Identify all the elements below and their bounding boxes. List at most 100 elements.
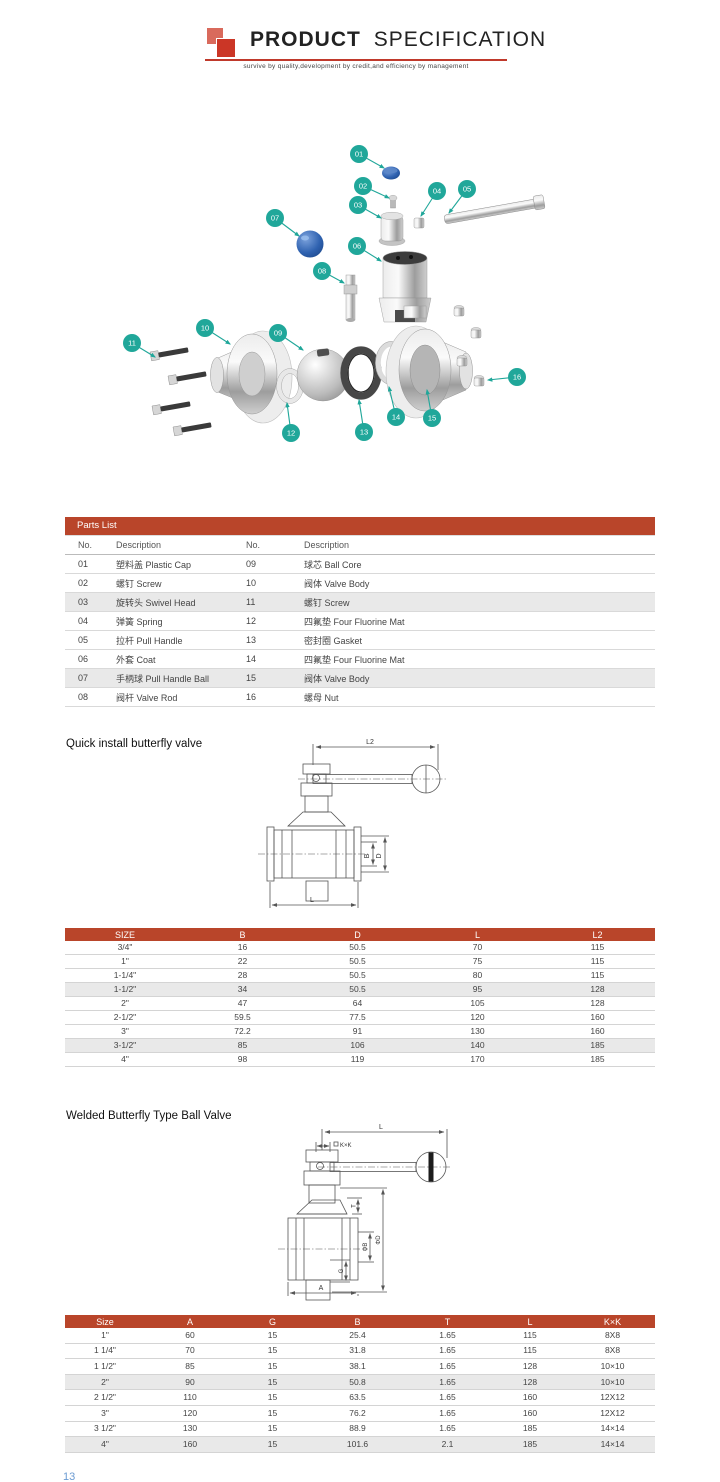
callout-number: 02: [359, 182, 367, 191]
part-pull-handle: [444, 194, 546, 224]
callout-number: 10: [201, 324, 209, 333]
logo-square-front-icon: [216, 38, 236, 58]
dim-label-g: G: [339, 1268, 345, 1273]
callout-badge-02: [354, 177, 372, 195]
part-swivel-head: [378, 211, 406, 246]
column-header: D: [300, 928, 415, 941]
title-specification: SPECIFICATION: [373, 28, 547, 51]
callout-badge-03: [349, 196, 367, 214]
header-tagline: survive by quality,development by credit…: [243, 63, 469, 70]
part-gasket: [340, 346, 382, 400]
callout-badge-09: [269, 324, 287, 342]
callout-badge-12: [282, 424, 300, 442]
dim-label-d: D: [376, 853, 383, 858]
title-product: PRODUCT: [250, 28, 361, 51]
callout-badge-11: [123, 334, 141, 352]
part-plastic-cap: [382, 166, 400, 180]
section-title-welded: Welded Butterfly Type Ball Valve: [66, 1110, 232, 1122]
column-header: Description: [303, 535, 655, 555]
dim-label-dw: ΦD: [376, 1235, 382, 1245]
callout-badge-06: [348, 237, 366, 255]
callout-number: 04: [433, 187, 441, 196]
callout-number: 01: [355, 150, 363, 159]
column-header: Description: [115, 535, 245, 555]
part-nuts: [453, 305, 485, 387]
part-valve-rod: [343, 274, 358, 322]
callout-badge-04: [428, 182, 446, 200]
dim-label-l2w: L: [379, 1124, 383, 1131]
callout-number: 13: [360, 428, 368, 437]
part-screw-top: [388, 194, 398, 209]
part-spring: [413, 217, 425, 229]
callout-badge-14: [387, 408, 405, 426]
callout-number: 05: [463, 185, 471, 194]
column-header: Size: [65, 1315, 145, 1328]
callout-badge-08: [313, 262, 331, 280]
callout-badge-15: [423, 409, 441, 427]
column-header: No.: [65, 535, 115, 555]
dim-label-b: B: [364, 853, 371, 858]
part-valve-body-right: [385, 305, 473, 419]
part-valve-body-left: [210, 330, 293, 424]
callout-number: 06: [353, 242, 361, 251]
column-header: L2: [540, 928, 655, 941]
welded-valve-drawing: L K×K T ΦB ΦD G A: [278, 1124, 452, 1301]
column-header: A: [145, 1315, 235, 1328]
callout-number: 14: [392, 413, 400, 422]
dim-label-bw: ΦB: [363, 1243, 369, 1252]
dim-label-l: L: [310, 897, 314, 904]
callout-number: 12: [287, 429, 295, 438]
callout-badge-05: [458, 180, 476, 198]
page-number: 13: [63, 1471, 76, 1482]
column-header: L: [415, 928, 540, 941]
header-divider: [205, 59, 507, 61]
callout-badge-16: [508, 368, 526, 386]
page-header: PRODUCT SPECIFICATION survive by quality…: [205, 22, 545, 70]
column-header: K×K: [570, 1315, 655, 1328]
dim-label-a: A: [319, 1285, 324, 1292]
parts-list-title: Parts List: [65, 517, 655, 535]
quick-install-valve-drawing: L2 B D L: [258, 739, 446, 908]
part-bolts: [149, 347, 212, 437]
dim-label-t: T: [352, 1204, 358, 1208]
column-header: B: [310, 1315, 405, 1328]
column-header: L: [490, 1315, 570, 1328]
callout-badge-07: [266, 209, 284, 227]
column-header: G: [235, 1315, 310, 1328]
dim-label-kk: K×K: [340, 1143, 352, 1149]
column-header: SIZE: [65, 928, 185, 941]
callout-badge-13: [355, 423, 373, 441]
callout-number: 08: [318, 267, 326, 276]
part-handle-ball: [296, 230, 324, 258]
